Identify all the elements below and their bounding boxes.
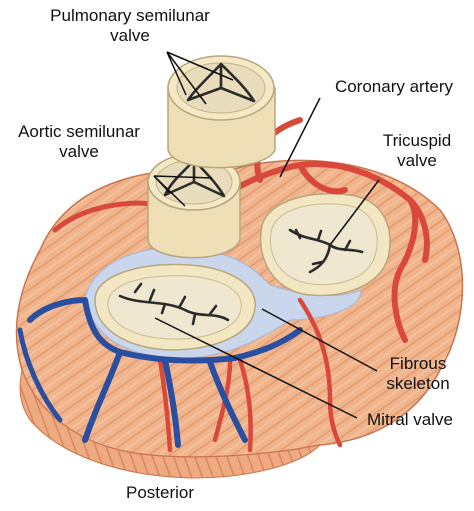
- label-mitral-valve: Mitral valve: [356, 410, 464, 430]
- label-fibrous-skeleton: Fibrous skeleton: [378, 354, 458, 394]
- label-pulmonary-line1: Pulmonary semilunar: [20, 6, 240, 26]
- label-tricuspid-line2: valve: [372, 151, 462, 171]
- label-posterior: Posterior: [90, 483, 230, 503]
- label-pulmonary-line2: valve: [20, 26, 240, 46]
- tricuspid-valve-orifice: [270, 204, 377, 285]
- label-aortic-semilunar-valve: Aortic semilunar valve: [0, 122, 158, 162]
- label-tricuspid-line1: Tricuspid: [372, 131, 462, 151]
- label-pulmonary-semilunar-valve: Pulmonary semilunar valve: [20, 6, 240, 46]
- label-aortic-line2: valve: [0, 142, 158, 162]
- label-coronary-artery: Coronary artery: [320, 77, 468, 97]
- label-fibrous-line2: skeleton: [378, 374, 458, 394]
- label-aortic-line1: Aortic semilunar: [0, 122, 158, 142]
- label-tricuspid-valve: Tricuspid valve: [372, 131, 462, 171]
- label-fibrous-line1: Fibrous: [378, 354, 458, 374]
